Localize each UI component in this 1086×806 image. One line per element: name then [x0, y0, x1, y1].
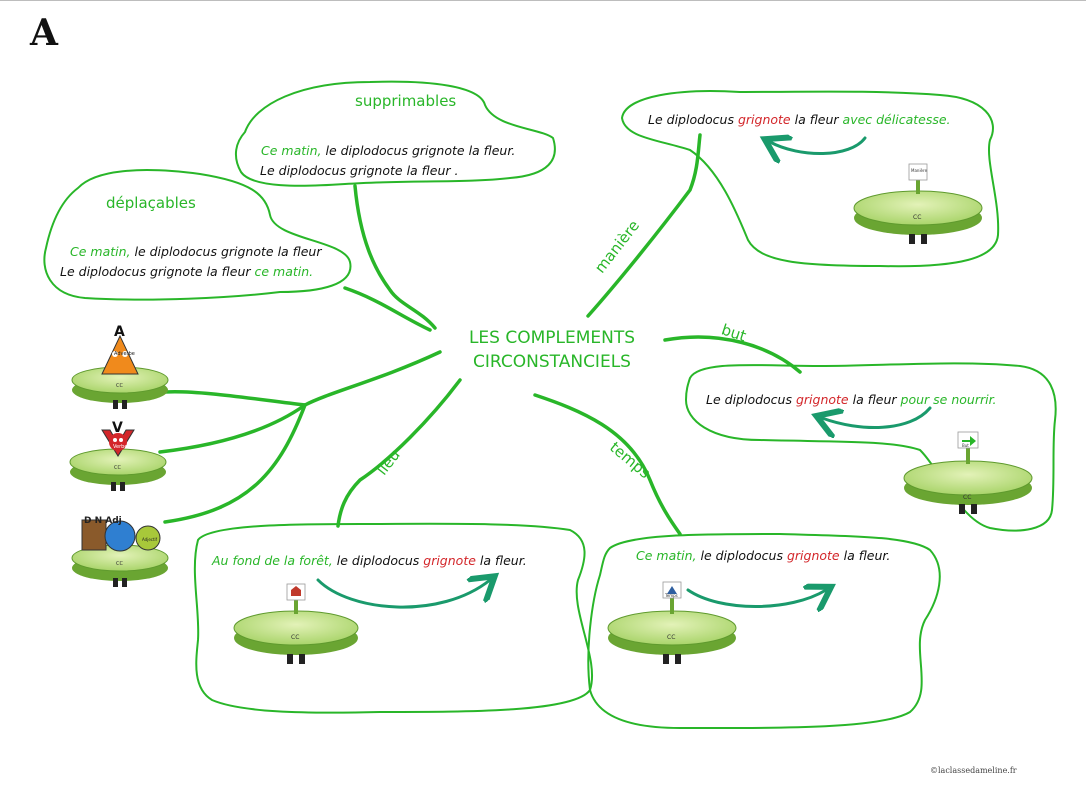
branch-line-characters-root — [303, 350, 442, 407]
deplacables-line1: Ce matin, le diplodocus grignote la fleu… — [70, 244, 322, 259]
character-verbe-platform: CC — [114, 465, 121, 471]
character-adjectif-letters: D N Adj — [84, 516, 122, 526]
deplacables-line1-rest: le diplodocus grignote la fleur — [134, 244, 322, 259]
character-verbe — [69, 429, 167, 491]
supprimables-line1: Ce matin, le diplodocus grignote la fleu… — [261, 143, 515, 158]
arrow-temps — [686, 590, 826, 607]
branch-line-adjectif — [163, 403, 307, 524]
maniere-sentence: Le diplodocus grignote la fleur avec dél… — [648, 112, 951, 127]
deplacables-line2-start: Le diplodocus grignote la fleur — [60, 264, 251, 279]
but-cc: pour se nourrir. — [900, 392, 997, 407]
lieu-pre: le diplodocus — [336, 553, 420, 568]
maniere-verb: grignote — [737, 112, 791, 127]
lieu-cc: Au fond de la forêt, — [212, 553, 333, 568]
branch-line-maniere — [586, 133, 702, 318]
but-verb: grignote — [795, 392, 849, 407]
temps-sign-label: Temps — [665, 593, 678, 598]
lieu-platform-label: CC — [291, 634, 300, 641]
deplacables-line2-cc: ce matin. — [254, 264, 314, 279]
bubble-but — [685, 362, 1057, 532]
character-adverbe — [71, 334, 169, 409]
branch-line-adverbe — [163, 389, 307, 407]
character-adverbe-badge: Adverbe — [114, 351, 135, 357]
character-adjectif — [71, 519, 169, 587]
but-sentence: Le diplodocus grignote la fleur pour se … — [706, 392, 997, 407]
character-adverbe-platform: CC — [116, 383, 123, 389]
lieu-post: la fleur. — [479, 553, 527, 568]
maniere-mid: la fleur — [794, 112, 839, 127]
arrow-maniere — [770, 138, 867, 154]
character-verbe-letter: V — [112, 420, 123, 436]
bubble-maniere — [621, 90, 1000, 268]
bubble-supprimables — [234, 80, 556, 187]
but-mid: la fleur — [852, 392, 897, 407]
platform-maniere — [853, 163, 983, 244]
maniere-platform-label: CC — [913, 214, 922, 221]
credit-text: ©laclassedameline.fr — [930, 766, 1017, 775]
center-title-line1: LES COMPLEMENTS — [468, 328, 636, 348]
lieu-sentence: Au fond de la forêt, le diplodocus grign… — [212, 553, 527, 568]
arrow-lieu — [316, 580, 490, 609]
platform-lieu — [233, 583, 359, 664]
but-pre: Le diplodocus — [706, 392, 792, 407]
maniere-pre: Le diplodocus — [648, 112, 734, 127]
character-adverbe-letter: A — [114, 324, 125, 340]
deplacables-heading: déplaçables — [106, 194, 196, 212]
maniere-sign-label: Manière — [911, 168, 928, 173]
center-title: LES COMPLEMENTS CIRCONSTANCIELS — [452, 326, 652, 374]
but-sign-label: But — [962, 443, 969, 448]
branch-line-lieu — [336, 378, 462, 528]
branch-line-temps — [533, 393, 682, 536]
lieu-verb: grignote — [423, 553, 476, 568]
temps-verb: grignote — [786, 548, 840, 563]
character-adjectif-platform: CC — [116, 561, 123, 567]
character-verbe-badge: Verbe — [113, 444, 128, 450]
character-adjectif-badge: Adjectif — [142, 537, 158, 542]
temps-pre: le diplodocus — [700, 548, 783, 563]
temps-sentence: Ce matin, le diplodocus grignote la fleu… — [636, 548, 890, 563]
temps-post: la fleur. — [843, 548, 891, 563]
bubble-deplacables — [43, 169, 352, 301]
branch-line-but — [663, 335, 802, 374]
platform-but — [903, 431, 1033, 514]
temps-cc: Ce matin, — [636, 548, 697, 563]
but-platform-label: CC — [963, 494, 972, 501]
bubble-temps — [587, 533, 941, 730]
arrow-but — [822, 406, 932, 427]
supprimables-line1-rest: le diplodocus grignote la fleur. — [325, 143, 516, 158]
deplacables-line1-cc: Ce matin, — [70, 244, 131, 259]
supprimables-line1-cc: Ce matin, — [261, 143, 322, 158]
branch-line-deplacables — [343, 286, 432, 332]
supprimables-line2: Le diplodocus grignote la fleur . — [260, 163, 459, 178]
supprimables-heading: supprimables — [355, 92, 457, 110]
deplacables-line2: Le diplodocus grignote la fleur ce matin… — [60, 264, 313, 279]
branch-line-supprimables — [353, 184, 437, 330]
panel-letter: A — [30, 12, 58, 54]
center-title-line2: CIRCONSTANCIELS — [473, 352, 631, 372]
branch-line-verbe — [158, 403, 307, 454]
maniere-cc: avec délicatesse. — [842, 112, 951, 127]
temps-platform-label: CC — [667, 634, 676, 641]
platform-temps — [607, 581, 737, 664]
